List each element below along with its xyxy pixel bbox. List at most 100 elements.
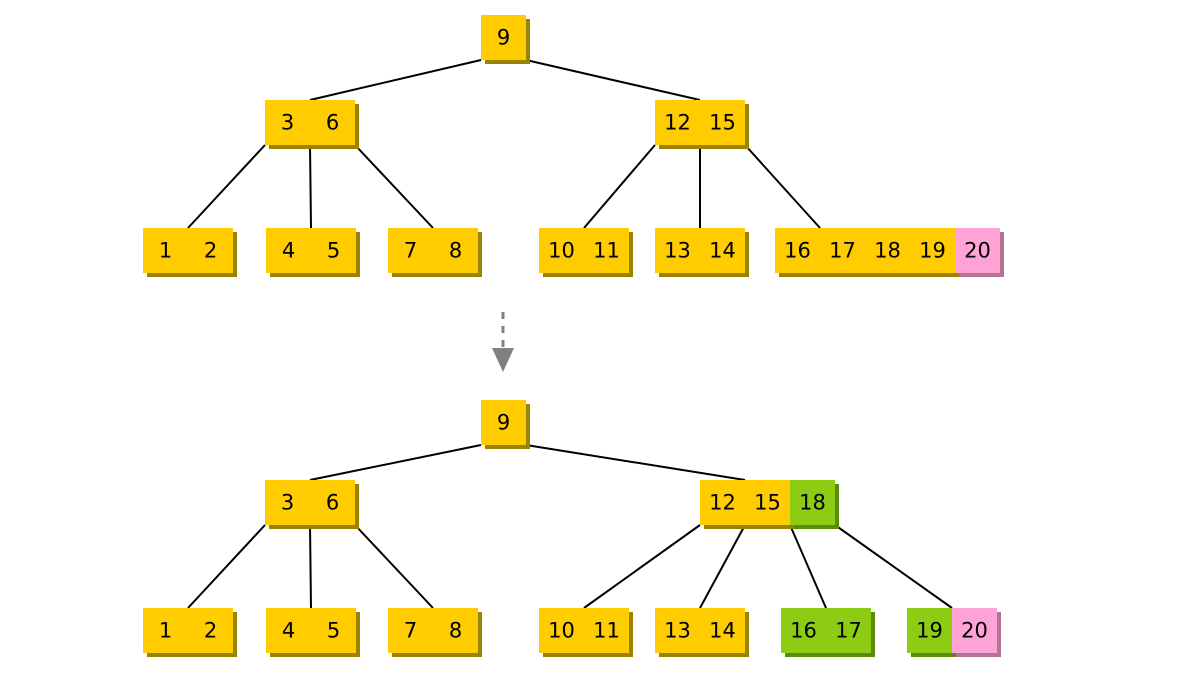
cell-value: 13 xyxy=(664,619,691,643)
cell-box[interactable] xyxy=(775,228,820,273)
cell-value: 10 xyxy=(548,239,575,263)
cell-value: 4 xyxy=(282,619,295,643)
cell-value: 10 xyxy=(548,619,575,643)
cell-box[interactable] xyxy=(826,608,871,653)
cell-value: 14 xyxy=(709,239,736,263)
cell-value: 9 xyxy=(497,411,510,435)
cell-value: 11 xyxy=(593,239,620,263)
cell-box[interactable] xyxy=(481,15,526,60)
cell-box[interactable] xyxy=(700,100,745,145)
cell-box[interactable] xyxy=(584,608,629,653)
root-node[interactable]: 9 xyxy=(481,400,530,449)
cell-value: 1 xyxy=(159,239,172,263)
cell-box[interactable] xyxy=(481,400,526,445)
cell-box[interactable] xyxy=(820,228,865,273)
cell-box[interactable] xyxy=(188,228,233,273)
leaf-node-13-14[interactable]: 13 14 xyxy=(655,608,749,657)
cell-box[interactable] xyxy=(655,228,700,273)
edge-right-to-leaf6 xyxy=(789,524,827,609)
cell-box[interactable] xyxy=(388,608,433,653)
cell-box[interactable] xyxy=(433,228,478,273)
cell-value: 11 xyxy=(593,619,620,643)
cell-box[interactable] xyxy=(952,608,997,653)
root-node[interactable]: 9 xyxy=(481,15,530,64)
cell-box[interactable] xyxy=(955,228,1000,273)
cell-value: 4 xyxy=(282,239,295,263)
cell-box[interactable] xyxy=(188,608,233,653)
cell-box[interactable] xyxy=(143,608,188,653)
leaf-node-13-14[interactable]: 13 14 xyxy=(655,228,749,277)
edge-left-to-leaf3 xyxy=(354,524,434,609)
cell-box[interactable] xyxy=(907,608,952,653)
cell-box[interactable] xyxy=(790,480,835,525)
cell-box[interactable] xyxy=(265,480,310,525)
cell-box[interactable] xyxy=(310,480,355,525)
cell-box[interactable] xyxy=(311,228,356,273)
cell-value: 3 xyxy=(281,491,294,515)
cell-value: 5 xyxy=(327,619,340,643)
cell-value: 14 xyxy=(709,619,736,643)
cell-box[interactable] xyxy=(266,228,311,273)
transition-arrow-layer xyxy=(492,312,514,372)
cell-value: 2 xyxy=(204,619,217,643)
cell-box[interactable] xyxy=(700,608,745,653)
cell-value: 8 xyxy=(449,239,462,263)
cell-box[interactable] xyxy=(655,100,700,145)
cell-box[interactable] xyxy=(310,100,355,145)
cell-value: 16 xyxy=(784,239,811,263)
cell-box[interactable] xyxy=(539,608,584,653)
edge-left-to-leaf3 xyxy=(354,144,434,229)
edge-left-to-leaf1 xyxy=(187,144,266,229)
cell-value: 15 xyxy=(709,111,736,135)
transition-arrow-head xyxy=(492,348,514,372)
edge-left-to-leaf1 xyxy=(187,524,266,609)
leaf-node-10-11[interactable]: 10 11 xyxy=(539,228,633,277)
cell-value: 3 xyxy=(281,111,294,135)
cell-value: 17 xyxy=(835,619,862,643)
cell-box[interactable] xyxy=(745,480,790,525)
cell-box[interactable] xyxy=(265,100,310,145)
cell-value: 12 xyxy=(664,111,691,135)
cell-box[interactable] xyxy=(700,480,745,525)
cell-box[interactable] xyxy=(433,608,478,653)
cell-value: 1 xyxy=(159,619,172,643)
cell-box[interactable] xyxy=(584,228,629,273)
cell-box[interactable] xyxy=(311,608,356,653)
cell-box[interactable] xyxy=(700,228,745,273)
edge-right-to-leaf6 xyxy=(744,144,821,229)
edge-right-to-leaf4 xyxy=(583,524,701,609)
cell-box[interactable] xyxy=(143,228,188,273)
cell-value: 7 xyxy=(404,239,417,263)
leaf-node-10-11[interactable]: 10 11 xyxy=(539,608,633,657)
cell-box[interactable] xyxy=(388,228,433,273)
cell-box[interactable] xyxy=(539,228,584,273)
cell-value: 15 xyxy=(754,491,781,515)
cell-value: 18 xyxy=(799,491,826,515)
cell-box[interactable] xyxy=(266,608,311,653)
cell-box[interactable] xyxy=(655,608,700,653)
cell-value: 6 xyxy=(326,491,339,515)
cell-box[interactable] xyxy=(910,228,955,273)
cell-value: 6 xyxy=(326,111,339,135)
cell-value: 2 xyxy=(204,239,217,263)
edge-left-to-leaf2 xyxy=(309,524,312,609)
cell-box[interactable] xyxy=(865,228,910,273)
edge-left-to-leaf2 xyxy=(309,144,312,229)
internal-node-right[interactable]: 12 15 xyxy=(655,100,749,149)
cell-value: 13 xyxy=(664,239,691,263)
cell-value: 20 xyxy=(961,619,988,643)
cell-box[interactable] xyxy=(781,608,826,653)
